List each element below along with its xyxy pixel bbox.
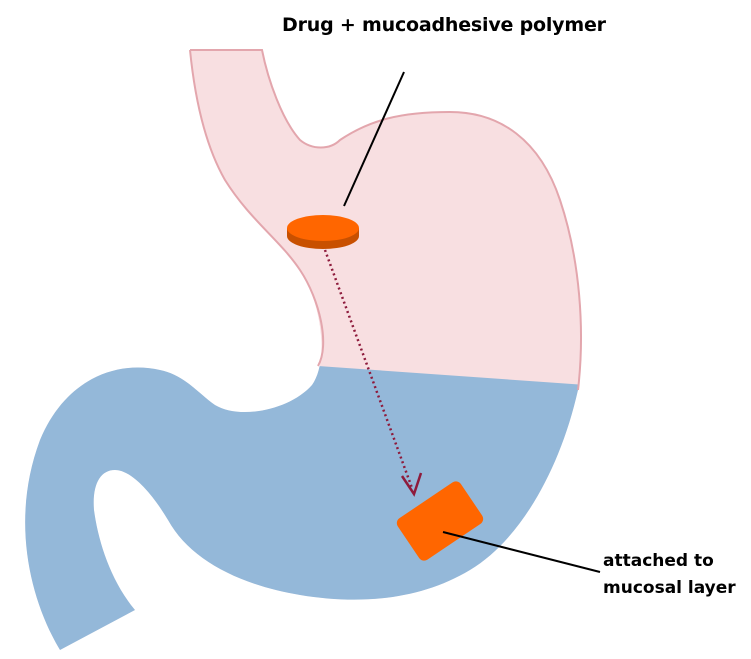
attached-label-line1: attached to bbox=[603, 548, 736, 575]
stomach-lower-fluid bbox=[0, 366, 600, 654]
stomach bbox=[0, 50, 600, 654]
attached-label-line2: mucosal layer bbox=[603, 575, 736, 602]
attached-label: attached to mucosal layer bbox=[603, 548, 736, 602]
tablet-floating bbox=[287, 215, 359, 249]
drug-polymer-label: Drug + mucoadhesive polymer bbox=[282, 14, 606, 36]
